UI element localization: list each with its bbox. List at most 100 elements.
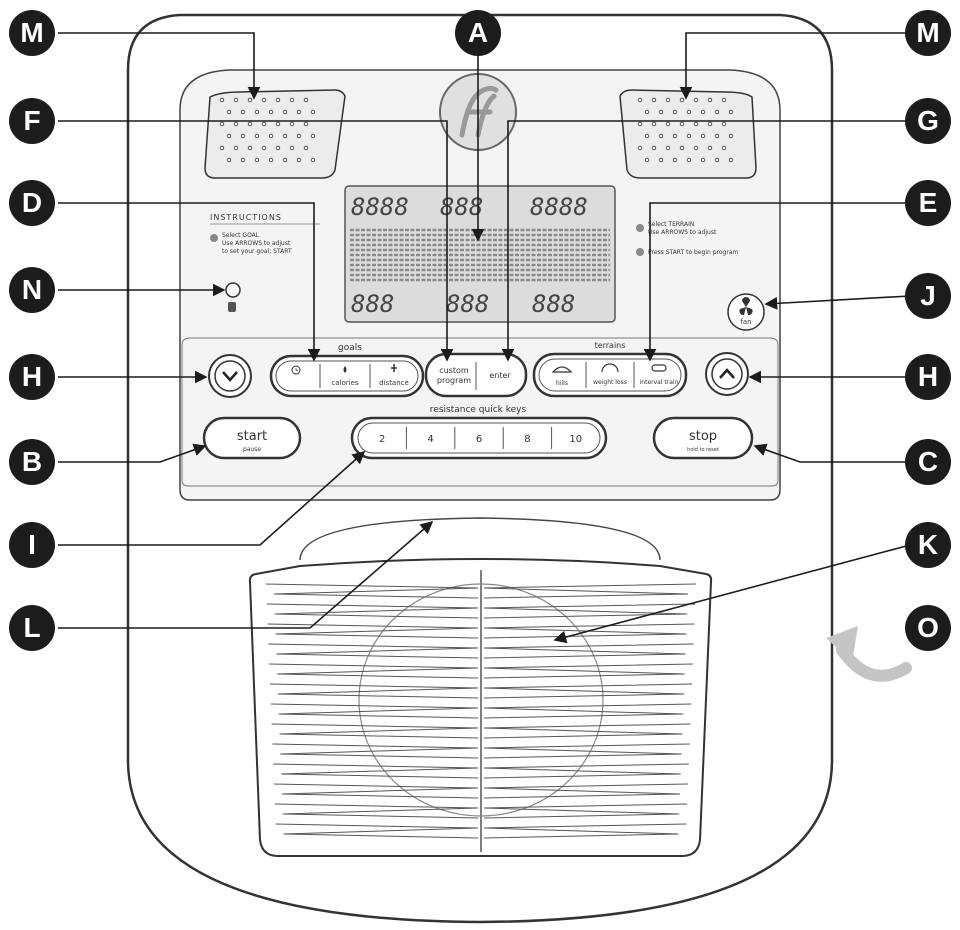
goal-calories-label: calories	[331, 379, 358, 387]
enter-button[interactable]: enter	[489, 371, 511, 380]
custom-program-label-1: custom	[439, 366, 469, 375]
callout-j: J	[905, 273, 951, 319]
speaker-hole	[289, 97, 295, 103]
grille-slat	[483, 623, 695, 639]
callout-h-left: H	[9, 354, 55, 400]
speaker-hole	[296, 109, 302, 115]
start-button[interactable]: start pause	[202, 416, 302, 460]
grille-slat	[275, 823, 479, 839]
grille-slat	[483, 603, 696, 619]
resistance-key-10[interactable]: 10	[569, 434, 582, 445]
resistance-key-6[interactable]: 6	[476, 434, 482, 445]
safety-key-icon	[225, 282, 241, 312]
resistance-key-4[interactable]: 4	[427, 434, 433, 445]
grille-slat	[265, 583, 479, 599]
speaker-hole	[707, 121, 713, 127]
accessory-tray	[299, 517, 661, 561]
speaker-hole	[707, 97, 713, 103]
speaker-hole	[219, 145, 225, 151]
speaker-hole	[268, 133, 274, 139]
callout-m-right: M	[905, 10, 951, 56]
resistance-key-2[interactable]: 2	[379, 434, 385, 445]
terrains-button-group	[532, 352, 688, 398]
speaker-grille-left	[204, 89, 346, 179]
speaker-hole	[254, 109, 260, 115]
callout-e: E	[905, 180, 951, 226]
lcd-top-left: 8888	[351, 193, 409, 221]
fan-label: fan	[740, 318, 751, 326]
speaker-hole	[226, 157, 232, 163]
speaker-hole	[233, 145, 239, 151]
speaker-hole	[289, 145, 295, 151]
goal-time-button[interactable]	[291, 365, 301, 375]
goals-label: goals	[338, 343, 362, 353]
fan-icon	[739, 297, 753, 316]
chevron-down-icon	[222, 371, 238, 382]
grille-slat	[483, 803, 688, 819]
terrain-weight-loss-button[interactable]: weight loss	[593, 363, 627, 386]
speaker-hole	[686, 157, 692, 163]
callout-m-left: M	[9, 10, 55, 56]
speaker-hole	[651, 121, 657, 127]
terrain-hills-button[interactable]: hills	[551, 366, 573, 387]
decrease-arrow-button[interactable]	[208, 354, 252, 398]
grille-slat	[483, 763, 689, 779]
speaker-hole	[672, 109, 678, 115]
speaker-hole	[714, 109, 720, 115]
speaker-hole	[254, 133, 260, 139]
start-sublabel: pause	[243, 446, 261, 453]
speaker-hole	[310, 157, 316, 163]
custom-program-button[interactable]: custom program	[437, 366, 471, 385]
lcd-bottom-left: 888	[351, 290, 394, 318]
goal-distance-button[interactable]: distance	[379, 364, 409, 387]
increase-arrow-button[interactable]	[705, 352, 749, 396]
speaker-hole	[714, 157, 720, 163]
resistance-key-8[interactable]: 8	[524, 434, 530, 445]
callout-k: K	[905, 522, 951, 568]
grille-slat	[274, 803, 479, 819]
speaker-hole	[233, 121, 239, 127]
speaker-hole	[658, 157, 664, 163]
speaker-hole	[219, 121, 225, 127]
speaker-hole	[728, 133, 734, 139]
enter-label: enter	[489, 371, 511, 380]
start-label: start	[237, 429, 267, 444]
speaker-hole	[644, 109, 650, 115]
speaker-hole	[247, 97, 253, 103]
speaker-dots-left	[219, 97, 316, 163]
goal-distance-label: distance	[379, 379, 409, 387]
speaker-hole	[728, 109, 734, 115]
speaker-hole	[240, 133, 246, 139]
speaker-hole	[240, 109, 246, 115]
grille-slat	[268, 643, 479, 659]
speaker-hole	[644, 133, 650, 139]
grille-slat	[483, 703, 692, 719]
instructions-left-line-1: Select GOAL	[222, 232, 260, 239]
grille-slat	[272, 743, 479, 759]
grille-slat	[483, 683, 693, 699]
stop-label: stop	[689, 429, 717, 444]
fan-button[interactable]: fan	[727, 293, 765, 331]
grille-slat	[270, 703, 479, 719]
callout-h-right: H	[905, 354, 951, 400]
clock-icon	[291, 365, 301, 375]
callout-d: D	[9, 180, 55, 226]
lcd-bottom-right: 888	[532, 290, 575, 318]
speaker-hole	[637, 145, 643, 151]
callout-l: L	[9, 605, 55, 651]
speaker-hole	[282, 133, 288, 139]
callout-b: B	[9, 439, 55, 485]
grille-slat	[483, 643, 694, 659]
callout-n: N	[9, 267, 55, 313]
speaker-hole	[310, 109, 316, 115]
chevron-up-icon	[719, 368, 735, 379]
speaker-hole	[721, 145, 727, 151]
stop-button[interactable]: stop hold to reset	[652, 416, 754, 460]
terrain-interval-button[interactable]: interval train	[640, 364, 679, 386]
speaker-hole	[700, 133, 706, 139]
goal-calories-button[interactable]: calories	[331, 366, 359, 387]
speaker-hole	[679, 97, 685, 103]
speaker-hole	[686, 109, 692, 115]
